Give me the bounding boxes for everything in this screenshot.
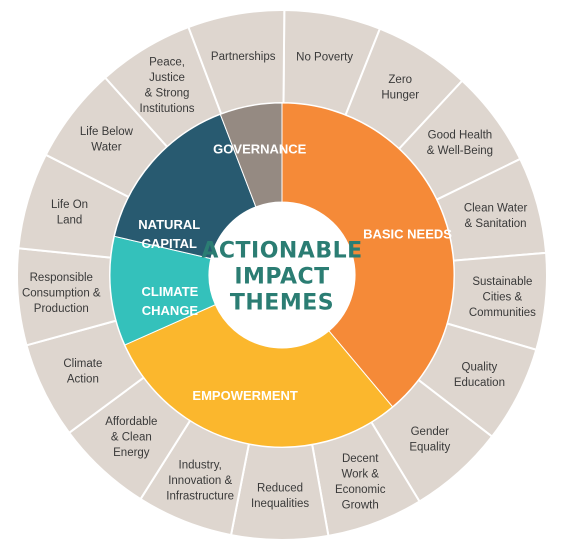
theme-label-governance: GOVERNANCE [213,141,307,156]
theme-label-basic-needs: BASIC NEEDS [363,227,452,242]
goal-label-no-poverty: No Poverty [296,52,353,64]
goal-label-clean-water: Clean Water& Sanitation [464,202,528,230]
goal-label-good-health: Good Health& Well-Being [427,129,493,157]
center-disc [209,202,355,348]
theme-label-empowerment: EMPOWERMENT [192,388,298,403]
goal-label-industry-innovation: Industry,Innovation &Infrastructure [166,459,234,502]
goal-label-partnerships: Partnerships [211,51,276,63]
